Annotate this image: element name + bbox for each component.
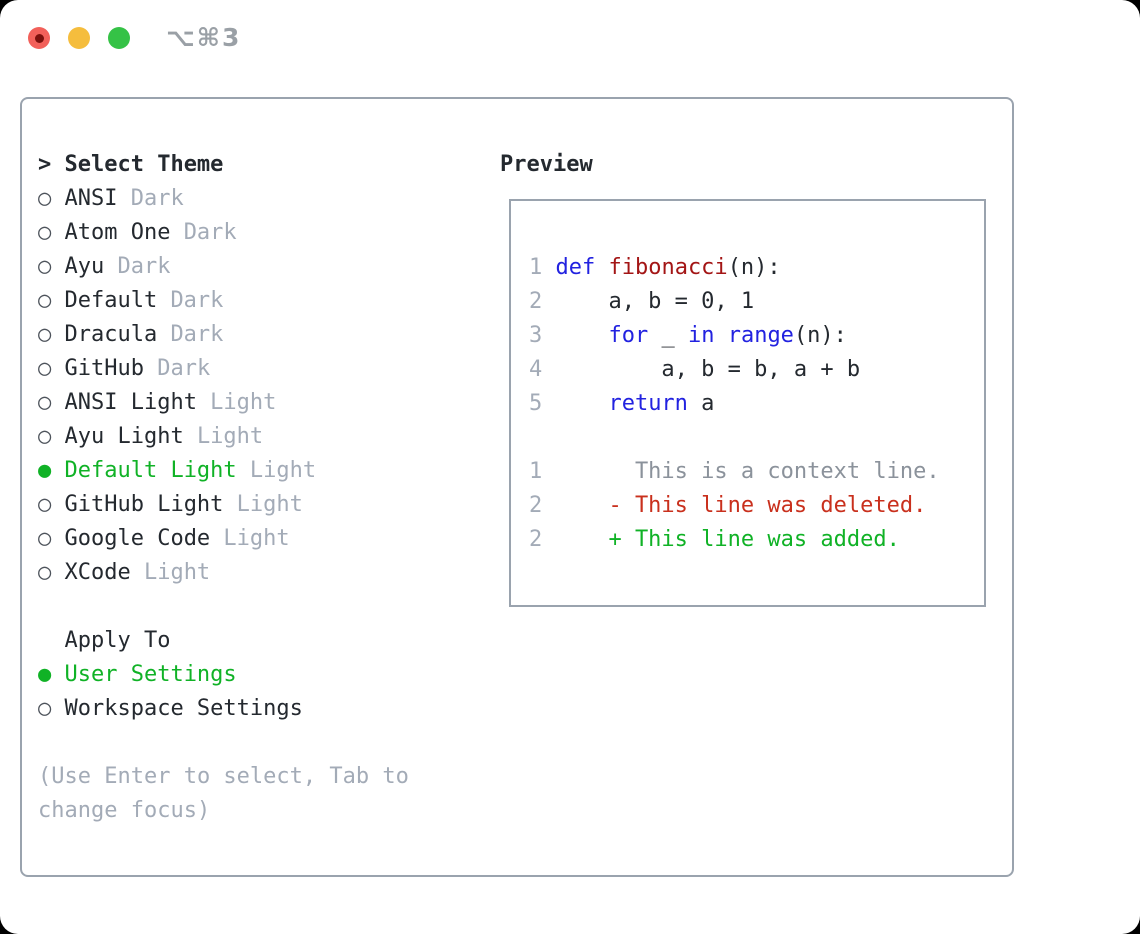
theme-variant: Light [196, 424, 264, 449]
keyboard-shortcut-label: ⌥⌘3 [166, 23, 242, 52]
radio-empty-icon: ○ [38, 560, 52, 585]
theme-variant: Dark [157, 356, 211, 381]
theme-option-default-light[interactable]: ● Default Light Light [38, 454, 470, 488]
theme-name: Default Light [64, 458, 237, 483]
line-number: 2 [529, 527, 543, 552]
theme-name: Atom One [64, 220, 171, 245]
apply-option-name: Workspace Settings [64, 696, 303, 721]
code-line: 4 a, b = b, a + b [529, 353, 984, 387]
code-line: 5 return a [529, 387, 984, 421]
theme-variant: Dark [183, 220, 237, 245]
radio-empty-icon: ○ [38, 390, 52, 415]
theme-variant: Dark [117, 254, 171, 279]
select-theme-header: > Select Theme [38, 148, 470, 182]
apply-option-name: User Settings [64, 662, 237, 687]
radio-filled-icon: ● [38, 662, 52, 687]
theme-name: Ayu Light [64, 424, 184, 449]
zoom-button[interactable] [108, 27, 130, 49]
apply-to-title: Apply To [64, 628, 171, 653]
theme-option-ayu[interactable]: ○ Ayu Dark [38, 250, 470, 284]
radio-empty-icon: ○ [38, 322, 52, 347]
theme-variant: Light [143, 560, 211, 585]
theme-name: GitHub [64, 356, 144, 381]
prompt-caret: > [38, 152, 52, 177]
theme-option-default[interactable]: ○ Default Dark [38, 284, 470, 318]
help-text: (Use Enter to select, Tab to change focu… [38, 764, 409, 823]
theme-name: Default [64, 288, 158, 313]
radio-empty-icon: ○ [38, 424, 52, 449]
theme-variant: Light [210, 390, 277, 415]
radio-empty-icon: ○ [38, 356, 52, 381]
theme-variant: Dark [170, 322, 224, 347]
radio-empty-icon: ○ [38, 696, 52, 721]
radio-filled-icon: ● [38, 458, 52, 483]
close-button[interactable] [28, 27, 50, 49]
line-number: 5 [529, 391, 543, 416]
radio-empty-icon: ○ [38, 254, 52, 279]
apply-to-list: ● User Settings ○ Workspace Settings [38, 658, 470, 726]
theme-option-atom-one[interactable]: ○ Atom One Dark [38, 216, 470, 250]
blank-line [529, 421, 984, 455]
theme-name: Google Code [64, 526, 211, 551]
apply-option-user-settings[interactable]: ● User Settings [38, 658, 470, 692]
theme-option-github-light[interactable]: ○ GitHub Light Light [38, 488, 470, 522]
theme-name: GitHub Light [64, 492, 224, 517]
theme-option-ayu-light[interactable]: ○ Ayu Light Light [38, 420, 470, 454]
line-number: 1 [529, 255, 543, 280]
record-dot-icon [34, 33, 44, 43]
diff-line-added: 2 + This line was added. [529, 523, 984, 557]
theme-option-google-code[interactable]: ○ Google Code Light [38, 522, 470, 556]
theme-name: Ayu [64, 254, 105, 279]
apply-to-header: Apply To [38, 624, 470, 658]
theme-option-xcode[interactable]: ○ XCode Light [38, 556, 470, 590]
radio-empty-icon: ○ [38, 288, 52, 313]
minimize-button[interactable] [68, 27, 90, 49]
theme-name: Dracula [64, 322, 158, 347]
select-theme-title: Select Theme [64, 152, 224, 177]
theme-option-ansi-light[interactable]: ○ ANSI Light Light [38, 386, 470, 420]
theme-variant: Light [223, 526, 290, 551]
theme-option-github[interactable]: ○ GitHub Dark [38, 352, 470, 386]
preview-title: Preview [500, 152, 593, 177]
radio-empty-icon: ○ [38, 186, 52, 211]
line-number: 2 [529, 493, 543, 518]
theme-variant: Light [236, 492, 303, 517]
theme-option-dracula[interactable]: ○ Dracula Dark [38, 318, 470, 352]
code-line: 3 for _ in range(n): [529, 319, 984, 353]
apply-option-workspace-settings[interactable]: ○ Workspace Settings [38, 692, 470, 726]
theme-variant: Dark [170, 288, 224, 313]
theme-name: ANSI [64, 186, 118, 211]
line-number: 2 [529, 289, 543, 314]
theme-variant: Light [249, 458, 317, 483]
line-number: 4 [529, 357, 543, 382]
theme-option-ansi[interactable]: ○ ANSI Dark [38, 182, 470, 216]
theme-variant: Dark [130, 186, 184, 211]
radio-empty-icon: ○ [38, 526, 52, 551]
line-number: 1 [529, 459, 543, 484]
theme-name: ANSI Light [64, 390, 197, 415]
diff-line-context: 1 This is a context line. [529, 455, 984, 489]
theme-name: XCode [64, 560, 131, 585]
diff-line-deleted: 2 - This line was deleted. [529, 489, 984, 523]
code-line: 2 a, b = 0, 1 [529, 285, 984, 319]
line-number: 3 [529, 323, 543, 348]
radio-empty-icon: ○ [38, 492, 52, 517]
radio-empty-icon: ○ [38, 220, 52, 245]
